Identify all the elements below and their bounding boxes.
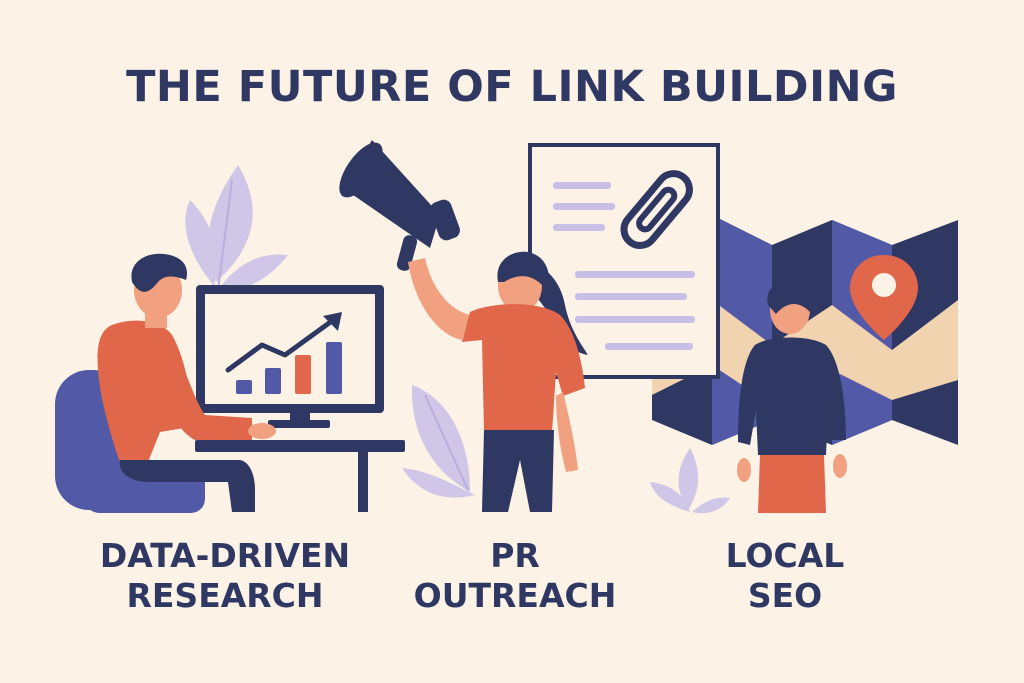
paperclip-icon: [620, 170, 693, 249]
label-line: SEO: [747, 576, 823, 615]
label-line: PR: [490, 536, 540, 575]
leaf: [218, 254, 288, 291]
pr-raised-arm: [408, 258, 470, 340]
leaves-left: [185, 165, 288, 291]
bar-chart-icon: [236, 342, 342, 394]
megaphone-icon: [339, 140, 460, 271]
researcher-hair: [131, 253, 188, 292]
pr-hair: [497, 251, 550, 292]
section-label-pr: PR OUTREACH: [395, 536, 635, 616]
leaves-middle: [402, 385, 475, 498]
leaves-right: [650, 448, 730, 514]
pr-lower-arm: [556, 392, 578, 472]
person-pr: [408, 251, 588, 512]
leaf: [402, 468, 475, 498]
person-local: [737, 281, 847, 513]
label-line: DATA-DRIVEN: [99, 536, 351, 575]
desk-leg: [358, 452, 368, 512]
label-line: LOCAL: [725, 536, 845, 575]
map-pin-icon: [850, 255, 918, 340]
monitor-base: [268, 420, 330, 428]
local-hand: [833, 454, 847, 478]
doc-line: [553, 182, 611, 189]
trend-arrow-icon: [225, 312, 342, 373]
monitor: [196, 285, 384, 413]
doc-line: [575, 293, 687, 300]
page-title: THE FUTURE OF LINK BUILDING: [126, 62, 898, 112]
section-label-research: DATA-DRIVEN RESEARCH: [95, 536, 355, 616]
label-line: RESEARCH: [126, 576, 324, 615]
leaf: [678, 448, 699, 510]
pr-shirt: [462, 304, 585, 432]
pr-pants: [482, 430, 554, 512]
desk: [195, 412, 405, 512]
local-hand: [737, 458, 751, 482]
doc-line: [605, 343, 693, 350]
monitor-neck: [290, 412, 310, 422]
leaf: [692, 497, 730, 514]
person-researcher: [97, 253, 276, 512]
label-line: OUTREACH: [413, 576, 617, 615]
researcher-hand: [248, 423, 276, 439]
local-jacket: [738, 337, 846, 455]
local-hair: [767, 281, 812, 314]
doc-line: [553, 203, 615, 210]
doc-line: [553, 224, 605, 231]
doc-line: [575, 271, 695, 278]
researcher-legs: [119, 460, 255, 512]
researcher-arm: [152, 335, 252, 440]
desk-top: [195, 440, 405, 452]
section-label-local: LOCAL SEO: [700, 536, 870, 616]
leaf: [411, 385, 470, 492]
leaf: [650, 482, 690, 512]
leaf: [185, 200, 217, 286]
doc-line: [575, 316, 695, 323]
local-pants: [758, 455, 826, 513]
leaf: [208, 165, 253, 282]
leaf-stem: [217, 179, 233, 291]
leaf-stem: [424, 394, 469, 491]
